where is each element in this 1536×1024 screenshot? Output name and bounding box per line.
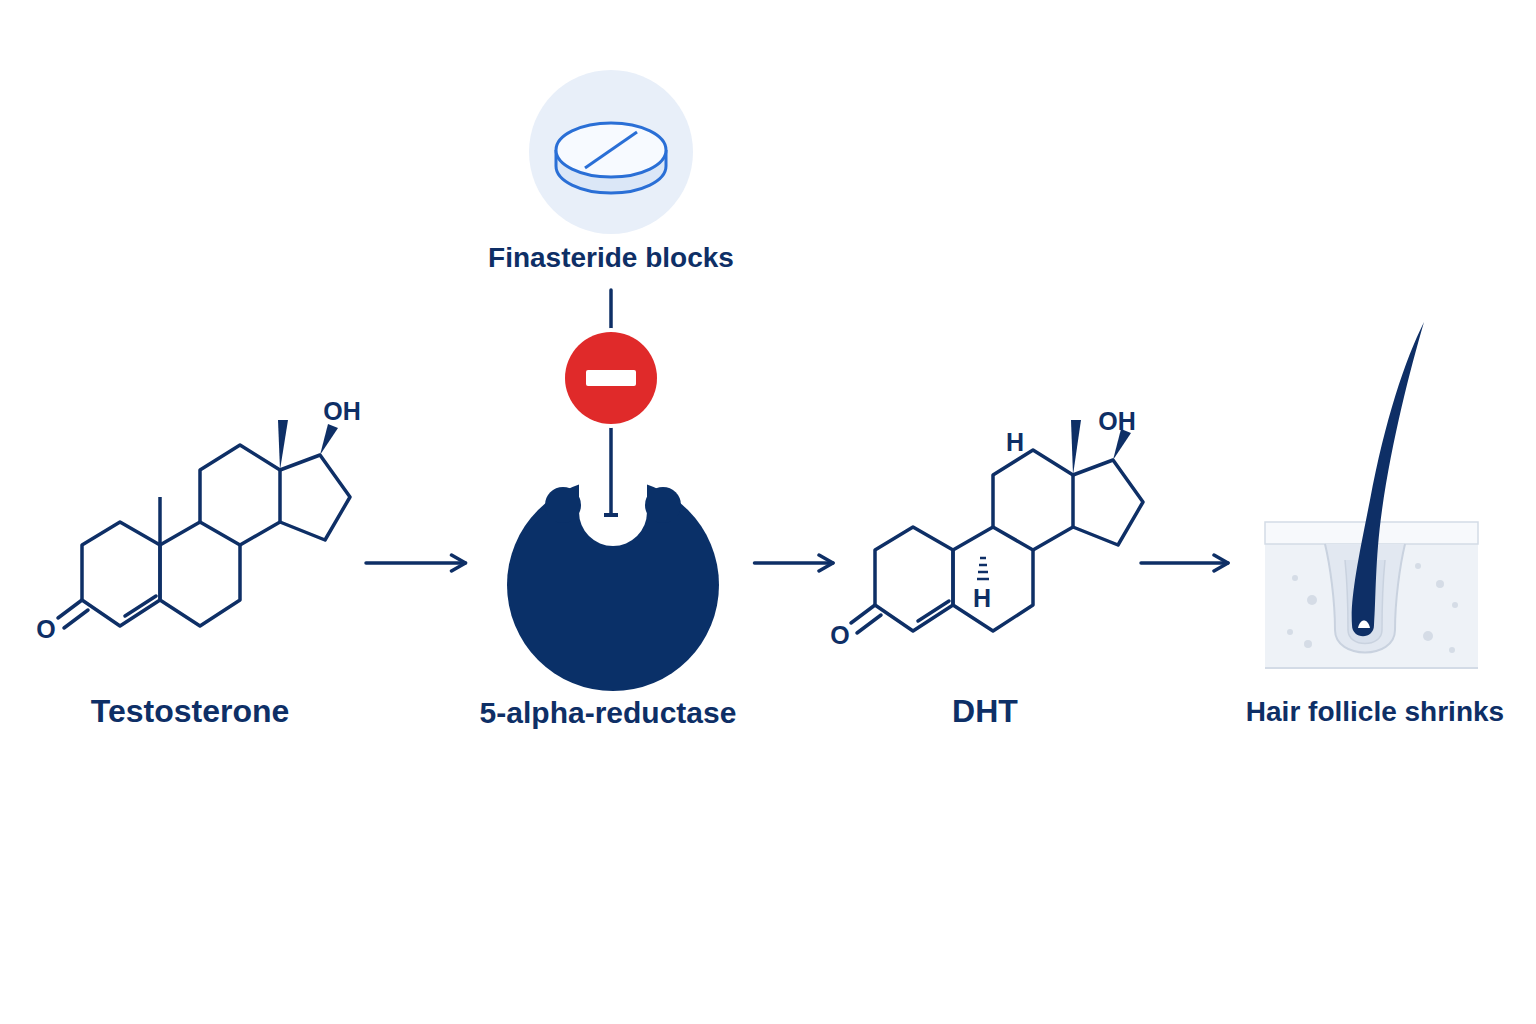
effect-box: Hair follicle shrinks	[1230, 390, 1520, 750]
molecule-box: Testosterone	[20, 390, 360, 750]
pill-icon	[529, 70, 693, 234]
dht-structure	[851, 420, 1143, 633]
node-caption: Testosterone	[85, 691, 296, 732]
enzyme-shape	[507, 479, 719, 691]
node-caption: 5-alpha-reductase	[474, 694, 743, 732]
atom-label: OH	[323, 399, 361, 424]
atom-label: OH	[1098, 409, 1136, 434]
atom-label: H	[973, 586, 991, 611]
enzyme-box: 5-alpha-reductase	[468, 515, 749, 750]
node-caption: Hair follicle shrinks	[1240, 694, 1510, 730]
node-caption: Finasteride blocks	[482, 240, 740, 276]
flow-arrow	[366, 561, 466, 565]
node-caption: DHT	[946, 691, 1024, 732]
atom-label: H	[1006, 430, 1024, 455]
flow-arrow	[1141, 561, 1228, 565]
inhibition-symbol	[561, 328, 661, 428]
flow-arrow	[755, 561, 834, 565]
hair-follicle-illustration	[1265, 322, 1478, 668]
atom-label: O	[36, 617, 55, 642]
testosterone-structure	[58, 420, 350, 628]
drug-label-box: Finasteride blocks	[466, 60, 756, 282]
atom-label: O	[830, 623, 849, 648]
molecule-box: DHT	[835, 390, 1135, 750]
